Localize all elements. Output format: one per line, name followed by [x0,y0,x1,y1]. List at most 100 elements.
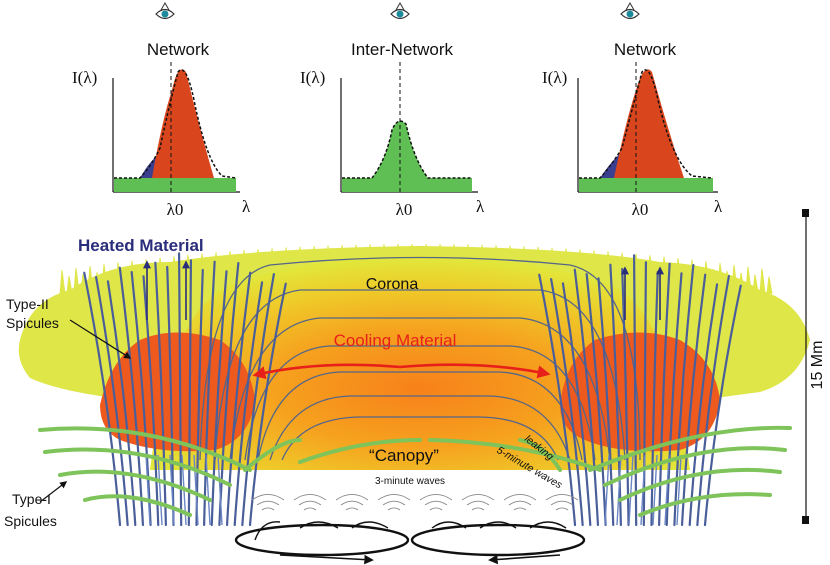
spicule [665,272,683,527]
spicule [83,271,122,527]
x-axis-label: λ [476,197,485,216]
wave-arc [424,500,448,506]
spicule-base [205,454,211,526]
three-minute-waves-label: 3-minute waves [375,476,445,487]
spicule [154,261,167,527]
type-ii-label-line2: Spicules [6,315,59,331]
spicule [573,268,600,527]
wave-arc [345,507,359,511]
scale-bar: 15 Mm [802,209,826,524]
spicule [550,277,584,527]
wave-arc [508,500,532,506]
spicule [210,270,228,527]
type-ii-label-line1: Type-II [6,296,49,312]
green-component [342,121,472,192]
spicule [241,272,275,527]
panel-title: Network [147,40,210,59]
spicule-base [676,454,682,526]
spectrum-panel-network-right: Network I(λ) λ0 λ [542,1,723,219]
wave-arc [377,493,411,501]
wave-arc [461,493,495,501]
spicule-base [628,454,634,526]
continuum-band [114,178,236,192]
spicule [561,282,592,527]
label-leaders [39,319,132,503]
red-component [614,69,684,178]
spicule-base [616,454,622,526]
spicule [650,270,659,527]
spectrum-panel-network-left: Network I(λ) λ0 λ [72,1,251,219]
wave-arc [293,493,327,501]
spicule [118,266,145,527]
wave-arc [513,507,527,511]
corona-label: Corona [366,276,419,293]
cooling-material-label: Cooling Material [334,331,457,350]
spicule [680,273,707,527]
profile-outline [342,120,472,179]
spicule [225,271,252,527]
wave-arc [335,493,369,501]
spectrum-panel-inter-network: Inter-Network I(λ) λ0 λ [300,1,485,219]
type-i-label-line1: Type-I [12,491,51,507]
spicule [142,275,160,527]
canopy-label: “Canopy” [369,446,439,465]
wave-arc [382,500,406,506]
spicule [166,265,175,527]
spicule-base [604,454,610,526]
wave-arc [340,500,364,506]
spicule [621,267,630,527]
spicule [106,280,137,527]
spicule-base [157,454,163,526]
wave-arc [429,507,443,511]
spicule-base [664,454,670,526]
spicules-group [83,252,742,527]
y-axis-label: I(λ) [300,68,325,87]
wave-arc [251,493,285,501]
profile-outline [579,69,713,179]
spicule [673,263,695,527]
rest-wavelength-label: λ0 [167,200,184,219]
spicule [585,272,607,527]
convection-cells [234,521,586,565]
wave-arcs [251,493,579,511]
cooling-material-arrows [252,363,551,379]
spicule [597,277,615,527]
wave-arc [303,507,317,511]
heated-material-arrows [143,260,664,320]
wave-arc [503,493,537,501]
spicule [538,273,577,527]
wave-arc [555,507,569,511]
wave-arc [256,500,280,506]
wave-arc [466,500,490,506]
continuum-band [579,178,713,192]
wave-arc [545,493,579,501]
spicule [177,252,183,527]
spicule-base [169,454,175,526]
y-axis-label: I(λ) [72,68,97,87]
panel-title: Inter-Network [351,40,454,59]
x-axis-label: λ [714,197,723,216]
wave-arc [298,500,322,506]
spicule [688,283,719,527]
red-component [152,69,214,178]
type-i-label-line2: Spicules [4,513,57,529]
y-axis-label: I(λ) [542,68,567,87]
rest-wavelength-label: λ0 [632,200,649,219]
corona-body [150,256,690,470]
scale-bar-label: 15 Mm [809,341,826,390]
wave-arc [550,500,574,506]
spicule [658,262,671,527]
eye-icon [620,1,640,20]
wave-arc [471,507,485,511]
wave-arc [261,507,275,511]
spicule [632,254,638,527]
x-axis-label: λ [242,197,251,216]
spicule [609,263,622,527]
corona-fringe [59,243,773,295]
wave-arc [387,507,401,511]
rest-wavelength-label: λ0 [396,200,413,219]
spicule [203,260,216,527]
profile-outline [114,69,237,179]
spicule-base [193,454,199,526]
